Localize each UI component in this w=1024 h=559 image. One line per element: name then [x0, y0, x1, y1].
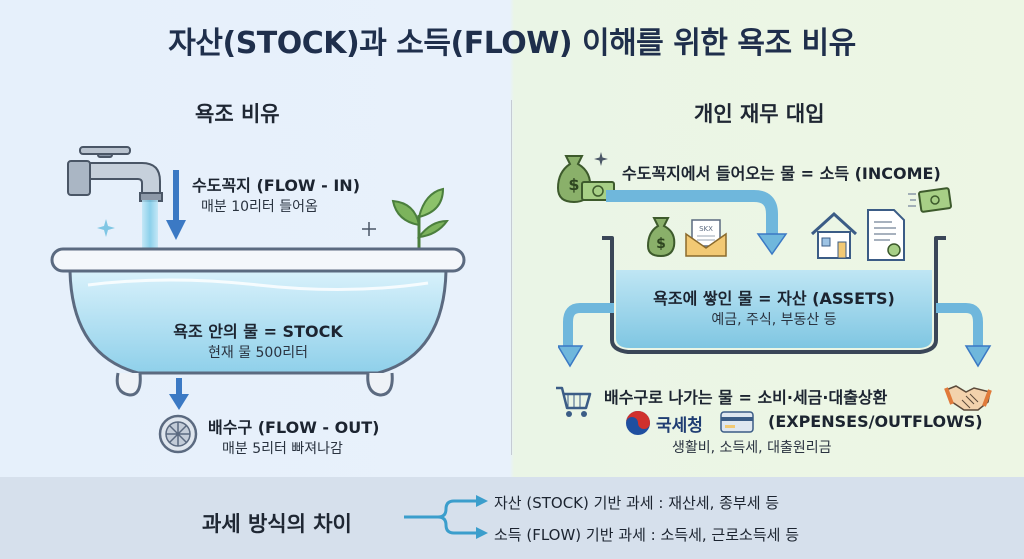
assets-label: 욕조에 쌓인 물 = 자산 (ASSETS): [653, 289, 895, 308]
flow-out-arrow: [169, 378, 189, 410]
handshake-icon: [944, 385, 992, 411]
envelope-icon: SKX: [685, 219, 727, 257]
svg-text:$: $: [568, 175, 579, 194]
envelope-text: SKX: [699, 225, 713, 233]
page-title: 자산(STOCK)과 소득(FLOW) 이해를 위한 욕조 비유: [168, 26, 856, 61]
assets-sub: 예금, 주식, 부동산 등: [711, 312, 837, 328]
cart-icon: [556, 386, 592, 417]
credit-card-icon: [720, 411, 754, 433]
right-heading: 개인 재무 대입: [694, 102, 825, 126]
tax-heading: 과세 방식의 차이: [202, 512, 352, 536]
expense-en: (EXPENSES/OUTFLOWS): [768, 412, 983, 431]
bathtub: [50, 247, 466, 397]
expense-sub: 생활비, 소득세, 대출원리금: [672, 440, 832, 456]
outflow-arrow-left: [558, 303, 614, 368]
nts-logo-icon: [626, 411, 650, 435]
left-heading: 욕조 비유: [195, 102, 280, 126]
arrow-right-icon: [404, 495, 488, 539]
faucet-sub: 매분 10리터 들어옴: [201, 199, 318, 215]
sparkle-icon: [362, 222, 376, 236]
drain-label: 배수구 (FLOW - OUT): [208, 418, 380, 437]
document-icon: [867, 209, 905, 261]
faucet-icon: [67, 146, 163, 202]
faucet-label: 수도꼭지 (FLOW - IN): [192, 176, 361, 195]
income-label: 수도꼭지에서 들어오는 물 = 소득 (INCOME): [622, 164, 941, 183]
drain-icon: [158, 414, 198, 454]
sparkle-icon: [594, 152, 608, 166]
sparkle-icon: [97, 219, 115, 237]
expense-label: 배수구로 나가는 물 = 소비·세금·대출상환: [604, 388, 888, 407]
tax-band: [0, 477, 1024, 559]
tub-sub: 현재 물 500리터: [207, 345, 309, 361]
svg-text:$: $: [656, 236, 666, 252]
cash-icon: [908, 187, 952, 213]
drain-sub: 매분 5리터 빠져나감: [222, 441, 343, 457]
tub-label: 욕조 안의 물 = STOCK: [173, 322, 343, 341]
house-icon: [810, 211, 858, 259]
flow-in-arrow: [166, 170, 186, 240]
income-arrow: [606, 190, 788, 256]
asset-tub: [602, 236, 946, 354]
money-bag-icon: $: [646, 217, 676, 258]
plant-icon: [391, 187, 449, 253]
nts-name: 국세청: [656, 416, 703, 436]
outflow-arrow-right: [936, 303, 992, 368]
panel-divider: [511, 100, 512, 455]
stock-tax: 자산 (STOCK) 기반 과세 : 재산세, 종부세 등: [494, 494, 780, 512]
flow-tax: 소득 (FLOW) 기반 과세 : 소득세, 근로소득세 등: [494, 526, 799, 544]
